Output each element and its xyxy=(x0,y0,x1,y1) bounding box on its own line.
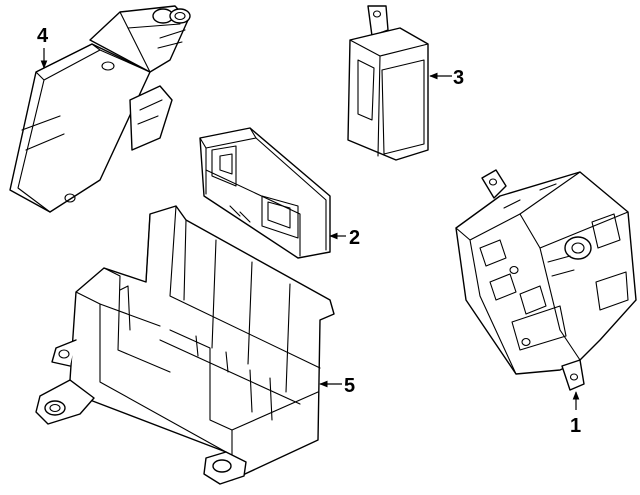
callout-2: 2 xyxy=(349,227,360,249)
part-2-relay-block xyxy=(199,127,331,259)
callout-4: 4 xyxy=(37,25,49,47)
part-1-junction-box xyxy=(455,169,637,391)
callout-3: 3 xyxy=(453,67,464,89)
callout-5: 5 xyxy=(344,375,355,397)
part-4-control-module xyxy=(9,5,191,213)
part-3-small-module xyxy=(347,5,429,161)
callout-1: 1 xyxy=(570,415,581,437)
part-5-mounting-bracket xyxy=(35,205,335,485)
